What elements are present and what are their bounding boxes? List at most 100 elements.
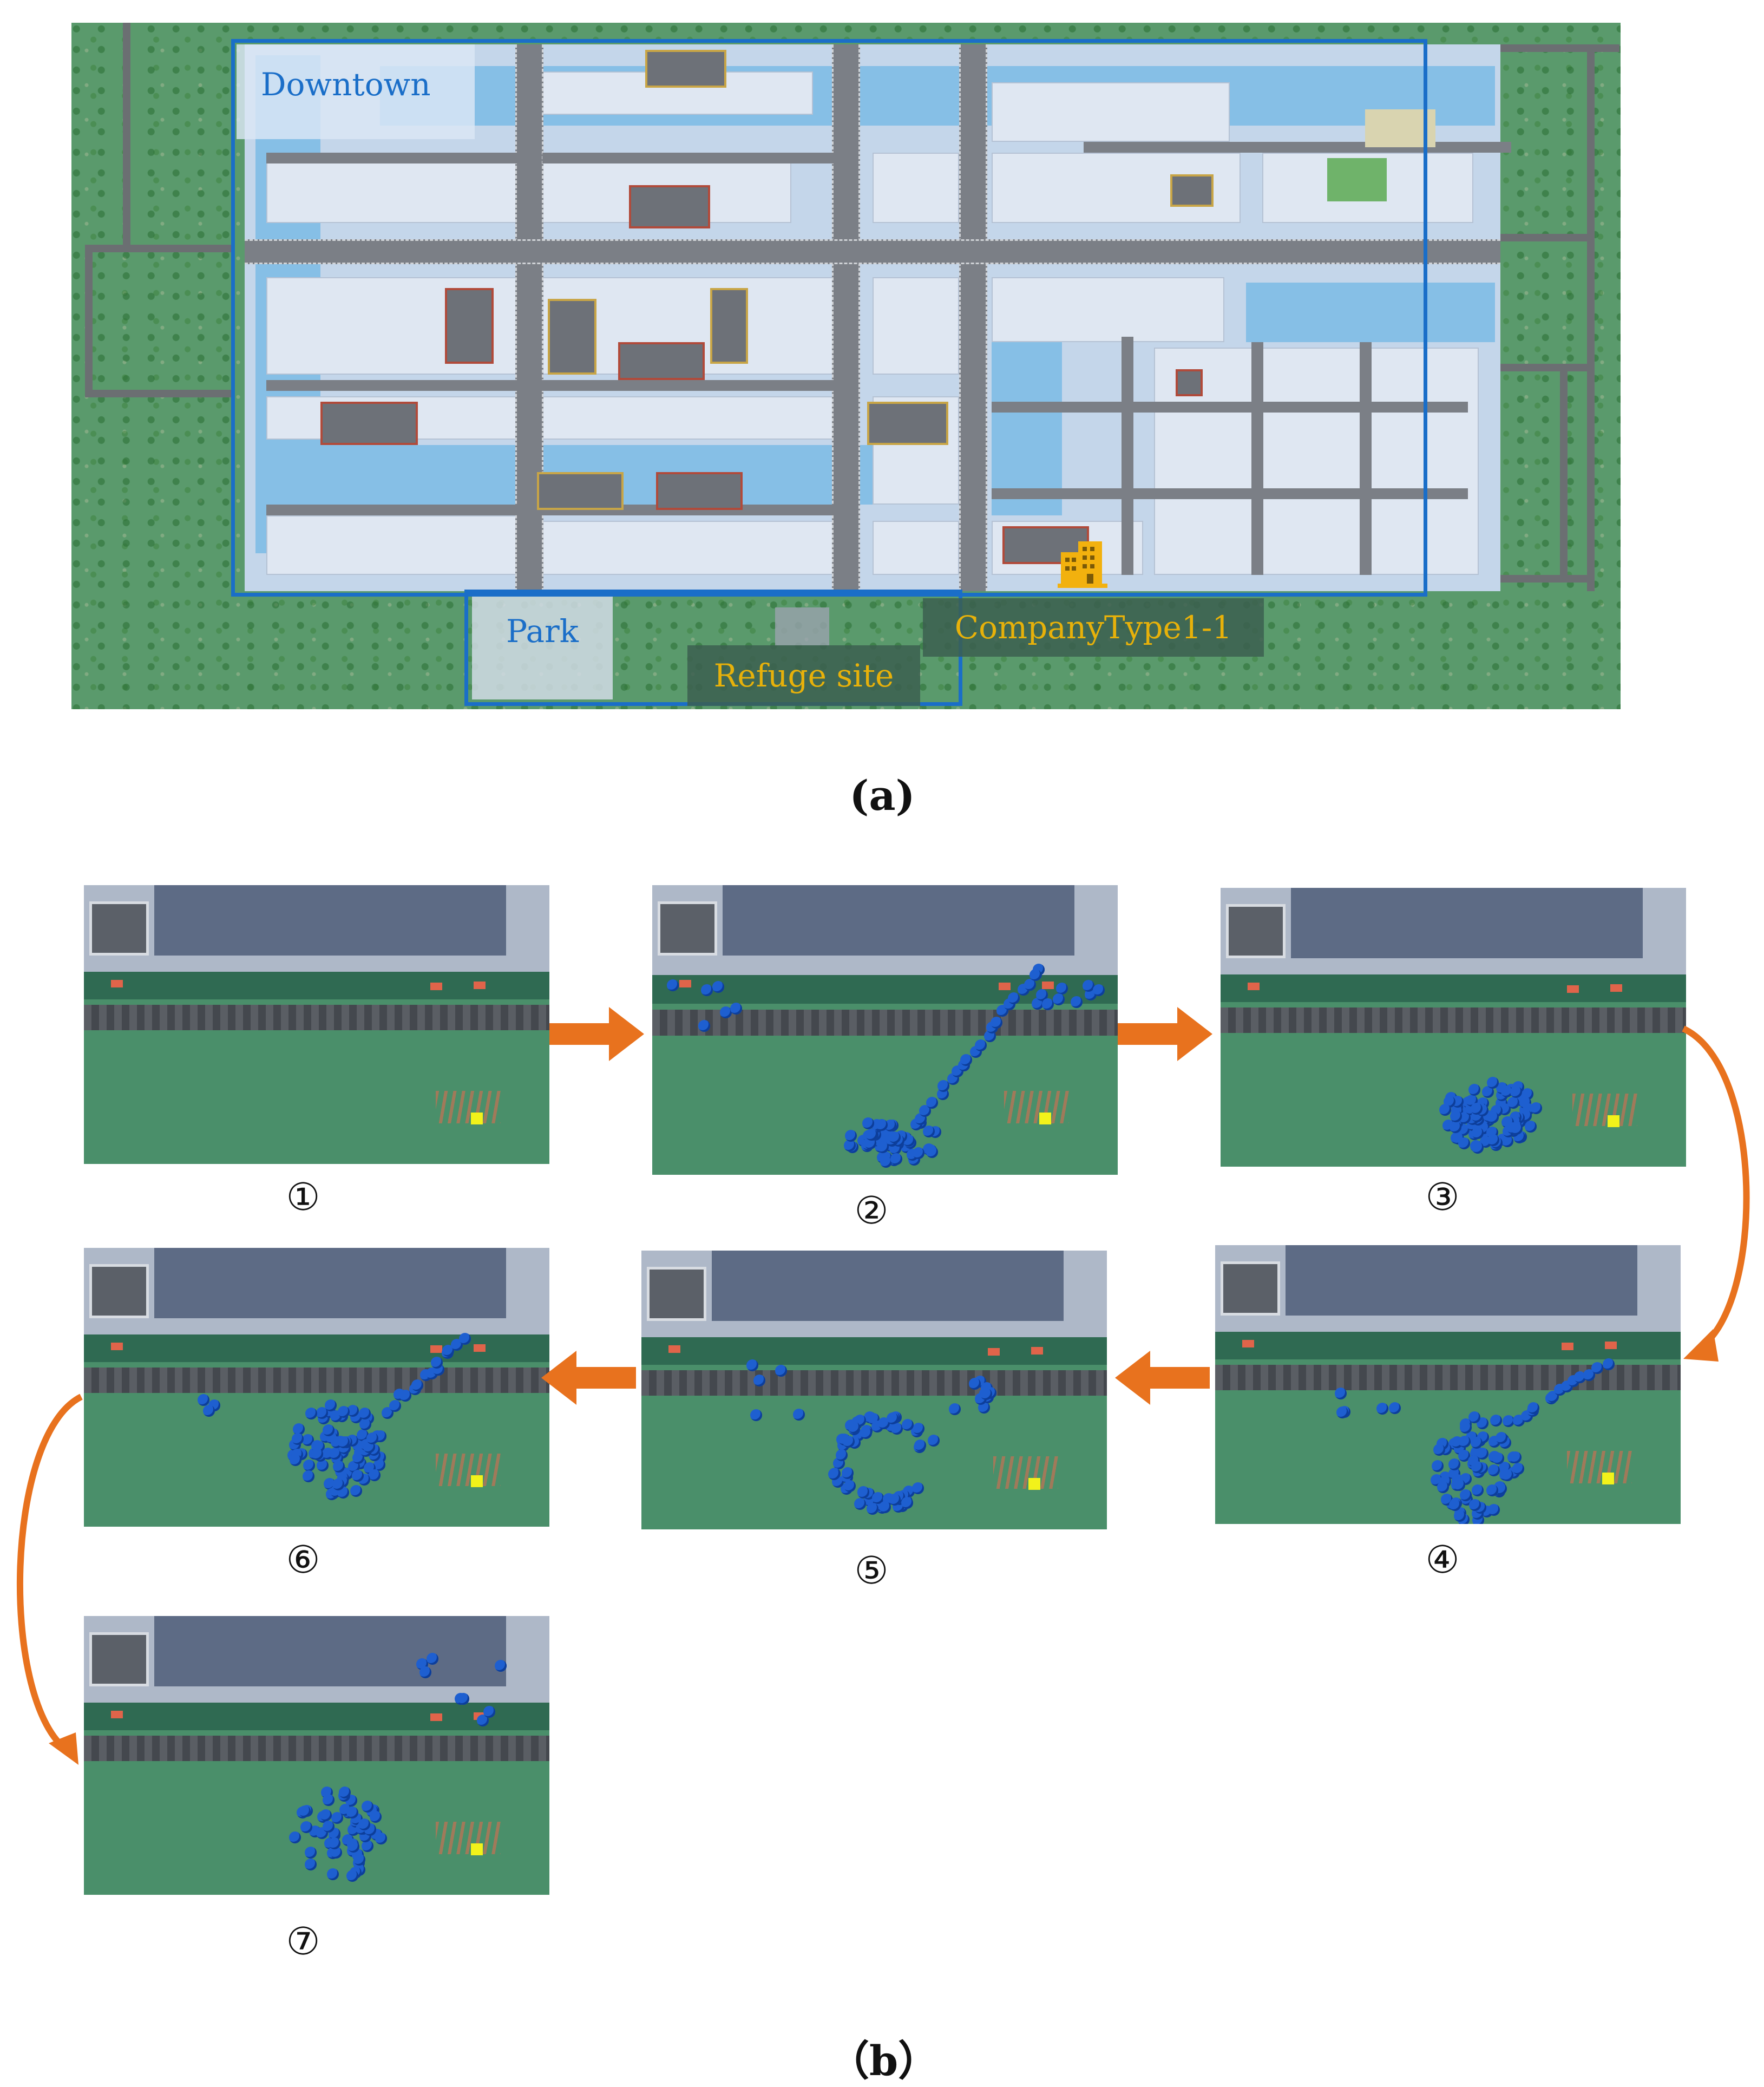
evacuee — [1468, 1411, 1481, 1423]
evacuee — [1487, 1077, 1499, 1089]
evacuee — [835, 1449, 848, 1461]
wall — [84, 1702, 549, 1731]
evacuee — [346, 1807, 359, 1819]
tent-structure — [436, 1091, 501, 1123]
evacuee — [1376, 1402, 1389, 1415]
tent-structure — [436, 1822, 501, 1854]
evacuee — [937, 1080, 950, 1092]
evacuee — [878, 1501, 891, 1514]
evacuee — [876, 1118, 888, 1131]
park-path — [85, 390, 231, 397]
evacuee — [329, 1448, 342, 1460]
evacuee — [203, 1405, 215, 1417]
evacuee — [923, 1125, 935, 1137]
evacuee — [720, 1006, 732, 1018]
evacuee — [926, 1146, 939, 1159]
evacuee — [1052, 993, 1065, 1005]
evacuee — [1511, 1123, 1523, 1135]
evacuee — [303, 1460, 316, 1472]
road — [992, 488, 1468, 499]
flag-icon — [1567, 985, 1579, 993]
flag-icon — [111, 980, 123, 987]
evacuee — [476, 1715, 489, 1727]
arrow-right-icon — [549, 1007, 644, 1061]
marker — [471, 1843, 483, 1855]
building-roofs — [1286, 1245, 1637, 1316]
flag-icon — [1031, 1347, 1043, 1355]
city-block — [992, 277, 1224, 342]
evacuee — [1510, 1451, 1522, 1464]
evacuee — [750, 1409, 762, 1422]
curved-arrow-down-icon — [16, 1393, 83, 1765]
building-roofs — [154, 885, 506, 956]
road — [245, 239, 1500, 264]
evacuee — [322, 1424, 335, 1437]
building-roofs — [1291, 888, 1643, 958]
marker — [471, 1113, 483, 1124]
evacuee — [1472, 1484, 1484, 1496]
flag-icon — [111, 1343, 123, 1350]
curved-arrow-down-icon — [1682, 1025, 1750, 1362]
evacuee — [1036, 989, 1048, 1002]
figure-b-caption: （b） — [828, 2037, 940, 2085]
green-plot — [1327, 158, 1387, 201]
evacuee — [1437, 1481, 1449, 1494]
evacuee — [1501, 1469, 1514, 1481]
city-block — [266, 515, 537, 575]
wall — [641, 1337, 1107, 1365]
park-path — [123, 23, 130, 250]
evacuee — [1503, 1415, 1515, 1428]
building — [1176, 369, 1203, 396]
evacuee — [316, 1407, 328, 1419]
evacuee — [845, 1129, 857, 1142]
building-roofs — [154, 1248, 506, 1318]
simulation-panel-6 — [84, 1248, 549, 1527]
evacuee — [919, 1104, 931, 1117]
simulation-panel-7 — [84, 1616, 549, 1895]
building — [658, 901, 717, 956]
evacuee — [305, 1408, 317, 1420]
company-label: CompanyType1-1 — [923, 598, 1264, 657]
evacuee — [1449, 1499, 1461, 1512]
evacuee — [889, 1131, 901, 1143]
evacuee — [419, 1666, 431, 1678]
marker — [1602, 1473, 1614, 1484]
evacuee — [411, 1379, 424, 1392]
evacuee — [1490, 1414, 1502, 1427]
building — [618, 342, 705, 380]
tent-structure — [993, 1456, 1058, 1489]
flag-icon — [474, 1344, 486, 1352]
evacuee — [1501, 1135, 1514, 1147]
evacuee — [1459, 1435, 1471, 1448]
evacuee — [911, 1482, 924, 1495]
evacuee — [322, 1794, 335, 1807]
evacuee — [1496, 1432, 1508, 1444]
step-label-3: ③ — [1425, 1175, 1460, 1219]
city-block — [873, 153, 959, 223]
refuge-site-label: Refuge site — [687, 645, 920, 706]
evacuee — [960, 1054, 973, 1066]
city-block — [873, 521, 959, 575]
evacuee — [701, 984, 713, 997]
evacuee — [848, 1422, 861, 1434]
evacuee — [753, 1375, 765, 1387]
evacuee — [289, 1831, 301, 1843]
evacuee — [1524, 1121, 1537, 1133]
evacuee — [431, 1357, 443, 1369]
evacuee — [730, 1002, 742, 1015]
evacuee — [969, 1377, 981, 1390]
evacuee — [457, 1693, 469, 1705]
tent-structure — [1572, 1094, 1637, 1126]
building — [320, 402, 418, 445]
downtown-zone-outline — [231, 39, 1427, 597]
evacuee — [1336, 1406, 1348, 1419]
evacuee — [358, 1818, 370, 1831]
evacuee — [339, 1787, 351, 1799]
evacuee — [1450, 1110, 1463, 1122]
building — [537, 472, 624, 510]
park-path — [1500, 575, 1587, 583]
building-roofs — [712, 1251, 1064, 1321]
building — [710, 288, 748, 364]
sidewalk — [641, 1370, 1107, 1396]
city-map: Downtown Park Refuge site CompanyType1-1 — [71, 23, 1621, 709]
